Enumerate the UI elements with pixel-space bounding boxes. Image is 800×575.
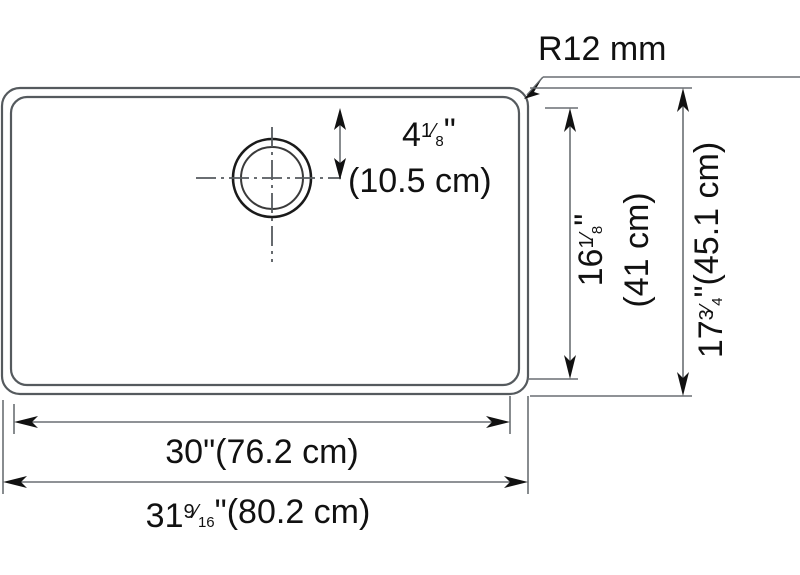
- drain-offset-inch-label: 41⁄8": [402, 112, 456, 154]
- drain-offset-dimension-group: [334, 108, 346, 180]
- arrow-left-icon: [14, 416, 38, 428]
- outer-depth-dimension-group: [530, 87, 692, 397]
- corner-radius-label: R12 mm: [538, 30, 666, 68]
- arrow-up-icon: [677, 88, 689, 112]
- outer-width-numerator: 9: [184, 501, 195, 523]
- arrow-left-icon: [3, 476, 27, 488]
- outer-depth-inch-label: 173⁄4"(45.1 cm): [688, 142, 730, 358]
- inner-width-label: 30"(76.2 cm): [165, 433, 359, 471]
- inner-width-inch-mark: ": [203, 433, 215, 471]
- drain-offset-denominator: 8: [435, 133, 443, 150]
- outer-depth-denominator: 4: [709, 298, 726, 306]
- inner-depth-denominator: 8: [589, 226, 606, 234]
- inner-depth-inch-label: 161⁄8": [568, 214, 610, 287]
- outer-width-dimension-group: [2, 396, 529, 494]
- sink-outline-group: [0, 86, 530, 396]
- inner-width-dimension-group: [13, 396, 511, 434]
- arrow-right-icon: [504, 476, 528, 488]
- inner-depth-inch-mark: ": [568, 214, 606, 226]
- outer-width-label: 319⁄16"(80.2 cm): [146, 493, 371, 535]
- arrow-right-icon: [486, 416, 510, 428]
- outer-depth-whole: 17: [692, 320, 730, 358]
- outer-width-inch-mark: ": [215, 493, 227, 531]
- inner-width-metric: (76.2 cm): [215, 433, 359, 471]
- outer-width-whole: 31: [146, 497, 184, 535]
- outer-depth-metric-label: (45.1 cm): [688, 142, 726, 286]
- inner-depth-dimension-group: [528, 107, 578, 380]
- leader-arrow-icon: [524, 80, 541, 99]
- radius-leader-slant: [526, 76, 544, 96]
- sink-outer-rect: [0, 86, 530, 396]
- arrow-up-icon: [334, 108, 346, 130]
- inner-depth-label-group: 161⁄8": [568, 214, 610, 287]
- outer-depth-inch-mark: ": [688, 285, 726, 297]
- sink-inner-rect: [9, 95, 521, 387]
- arrow-down-icon: [677, 372, 689, 396]
- inner-depth-numerator: 1: [576, 237, 598, 248]
- inner-width-whole: 30: [165, 433, 203, 471]
- inner-depth-whole: 16: [572, 249, 610, 287]
- outer-width-metric: (80.2 cm): [227, 493, 371, 531]
- outer-depth-numerator: 3: [696, 309, 718, 320]
- arrow-down-icon: [334, 158, 346, 180]
- arrow-down-icon: [564, 355, 576, 379]
- drain-hole-group: [196, 127, 341, 262]
- inner-depth-metric-label: (41 cm): [618, 192, 656, 307]
- drain-offset-label-group: 41⁄8" (10.5 cm): [348, 112, 492, 200]
- drain-offset-whole: 4: [402, 116, 421, 154]
- outer-depth-label-group: 173⁄4"(45.1 cm): [688, 142, 730, 358]
- inner-depth-metric-group: (41 cm): [618, 192, 656, 307]
- outer-width-denominator: 16: [198, 514, 215, 531]
- corner-radius-callout-group: [524, 76, 800, 99]
- arrow-up-icon: [564, 108, 576, 132]
- drain-offset-numerator: 1: [421, 120, 432, 142]
- drain-offset-inch-mark: ": [444, 112, 456, 150]
- drain-offset-metric-label: (10.5 cm): [348, 162, 492, 200]
